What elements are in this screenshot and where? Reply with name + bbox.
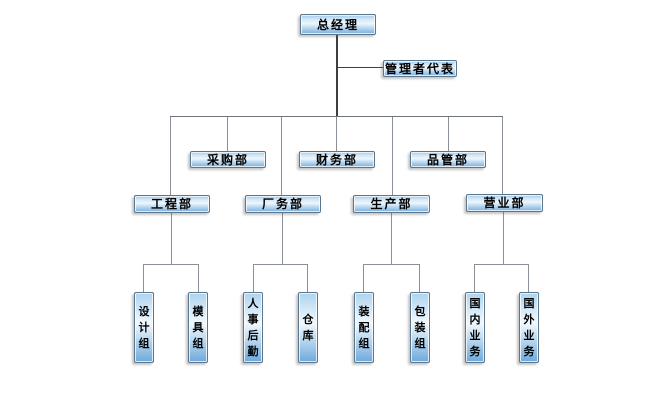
org-node-label: 营业部 xyxy=(483,196,526,210)
org-node-design-group: 设计组 xyxy=(134,292,154,363)
org-node-sales-dept: 营业部 xyxy=(466,194,543,212)
org-node-label: 管理者代表 xyxy=(384,61,455,76)
org-node-label: 工程部 xyxy=(150,197,193,211)
org-node-label: 国外业务 xyxy=(523,297,535,358)
connector-subtree-vertical-factory-affairs xyxy=(282,213,283,264)
org-node-production-dept: 生产部 xyxy=(353,195,430,213)
connector-drop-warehouse xyxy=(307,264,308,293)
connector-drop-overseas-business xyxy=(528,264,529,293)
connector-subtree-hbar-sales xyxy=(474,264,529,265)
org-node-label: 设计组 xyxy=(138,305,150,350)
connector-drop-quality xyxy=(448,117,449,151)
org-node-finance-dept: 财务部 xyxy=(299,151,375,168)
connector-drop-sales xyxy=(502,117,503,195)
org-node-packaging-group: 包装组 xyxy=(410,292,430,363)
org-node-domestic-business: 国内业务 xyxy=(465,292,485,363)
org-node-label: 生产部 xyxy=(370,197,413,211)
connector-subtree-hbar-factory-affairs xyxy=(253,264,308,265)
connector-drop-assembly-group xyxy=(363,264,364,293)
org-node-label: 国内业务 xyxy=(469,297,481,358)
org-node-factory-affairs-dept: 厂务部 xyxy=(245,195,321,213)
org-node-overseas-business: 国外业务 xyxy=(519,292,539,363)
org-node-warehouse: 仓库 xyxy=(298,292,318,363)
connector-subtree-vertical-engineering xyxy=(171,213,172,264)
org-node-assembly-group: 装配组 xyxy=(354,292,374,363)
connector-drop-factory-affairs xyxy=(281,117,282,195)
org-node-label: 包装组 xyxy=(414,305,426,350)
connector-subtree-hbar-production xyxy=(363,264,420,265)
connector-root-vertical xyxy=(336,35,338,117)
connector-subtree-vertical-production xyxy=(391,213,392,264)
org-node-mold-group: 模具组 xyxy=(188,292,208,363)
org-node-label: 装配组 xyxy=(358,305,370,350)
connector-subtree-hbar-engineering xyxy=(143,264,199,265)
connector-drop-engineering xyxy=(170,117,171,195)
org-node-management-representative: 管理者代表 xyxy=(383,60,457,77)
org-node-label: 模具组 xyxy=(192,305,204,350)
connector-drop-packaging-group xyxy=(419,264,420,293)
org-node-hr-logistics: 人事后勤 xyxy=(243,292,263,363)
org-node-label: 财务部 xyxy=(315,152,358,167)
connector-subtree-vertical-sales xyxy=(503,212,504,264)
org-node-label: 人事后勤 xyxy=(247,297,259,358)
connector-level2-hbar xyxy=(170,116,503,117)
org-node-label: 仓库 xyxy=(302,313,314,342)
connector-staff-horizontal xyxy=(338,67,383,68)
org-node-engineering-dept: 工程部 xyxy=(134,195,210,213)
connector-drop-mold-group xyxy=(198,264,199,293)
org-node-label: 总经理 xyxy=(316,17,359,32)
connector-drop-finance xyxy=(336,117,337,151)
connector-drop-purchasing xyxy=(227,117,228,151)
connector-drop-production xyxy=(392,117,393,195)
connector-drop-design-group xyxy=(143,264,144,293)
org-node-label: 品管部 xyxy=(426,152,469,167)
org-node-label: 厂务部 xyxy=(261,197,304,211)
org-node-label: 采购部 xyxy=(206,152,249,167)
org-node-quality-dept: 品管部 xyxy=(410,151,486,168)
org-node-general-manager: 总经理 xyxy=(300,14,376,35)
org-node-purchasing-dept: 采购部 xyxy=(190,151,266,168)
connector-drop-domestic-business xyxy=(474,264,475,293)
connector-drop-hr-logistics xyxy=(253,264,254,293)
